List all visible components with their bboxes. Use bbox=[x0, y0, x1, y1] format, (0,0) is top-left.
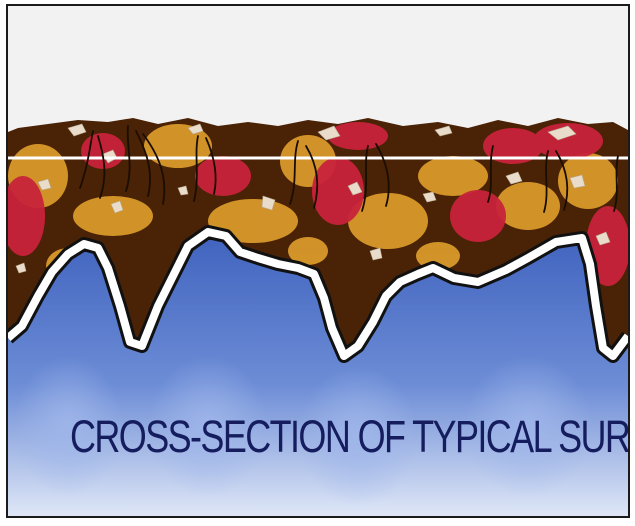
diagram-caption: CROSS-SECTION OF TYPICAL SURFACE bbox=[70, 414, 566, 459]
diagram-frame: CROSS-SECTION OF TYPICAL SURFACE bbox=[6, 4, 630, 518]
